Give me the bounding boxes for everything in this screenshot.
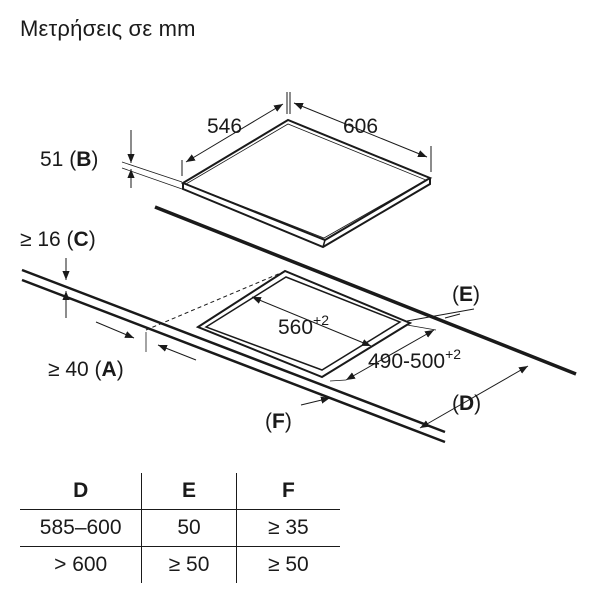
measurement-caption: Μετρήσεις σε mm <box>20 16 196 41</box>
d-dimension <box>419 365 529 429</box>
worktop-front-edge <box>21 268 446 444</box>
table-cell: ≥ 35 <box>235 509 340 547</box>
table-header-e: E <box>141 473 237 510</box>
worktop-edge-e <box>406 308 475 322</box>
e-leader-line <box>444 313 461 319</box>
cutout-depth-dimension <box>329 324 437 382</box>
table-cell: 585–600 <box>20 509 142 547</box>
clearance-table: D E F 585–600 50 ≥ 35 > 600 ≥ 50 ≥ 50 <box>20 473 340 583</box>
label-c: ≥ 16 (C) <box>20 228 96 251</box>
hob-depth-dimension <box>289 92 432 172</box>
a-dimension <box>95 321 197 361</box>
label-e: (E) <box>452 283 480 306</box>
label-d: (D) <box>452 392 481 415</box>
hob-thickness-dimension <box>121 130 183 190</box>
table-cell: > 600 <box>54 553 108 576</box>
cutout-outline <box>195 269 413 379</box>
cutout-width-label: 560+2 <box>278 312 329 339</box>
cutout-depth-label: 490-500+2 <box>368 346 461 373</box>
label-f: (F) <box>265 410 292 433</box>
table-cell: ≥ 50 <box>235 546 340 583</box>
hob-glass-panel <box>180 118 433 249</box>
table-row: > 600 ≥ 50 ≥ 50 <box>20 546 340 583</box>
hob-depth-label: 606 <box>343 115 378 138</box>
hob-width-dimension <box>181 92 288 176</box>
table-header-d: D <box>20 473 142 510</box>
f-leader-line <box>300 396 331 406</box>
table-cell: 50 <box>141 509 237 547</box>
table-row: 585–600 50 ≥ 35 <box>20 509 340 547</box>
hob-thickness-label: 51 (B) <box>40 148 98 171</box>
table-header-row: D E F <box>20 473 340 510</box>
projection-dashed-line <box>145 271 284 331</box>
hob-width-label: 546 <box>207 115 242 138</box>
back-wall-line <box>154 205 577 376</box>
table-header-f: F <box>235 473 340 510</box>
label-a: ≥ 40 (A) <box>48 358 124 381</box>
table-cell: ≥ 50 <box>141 546 237 583</box>
